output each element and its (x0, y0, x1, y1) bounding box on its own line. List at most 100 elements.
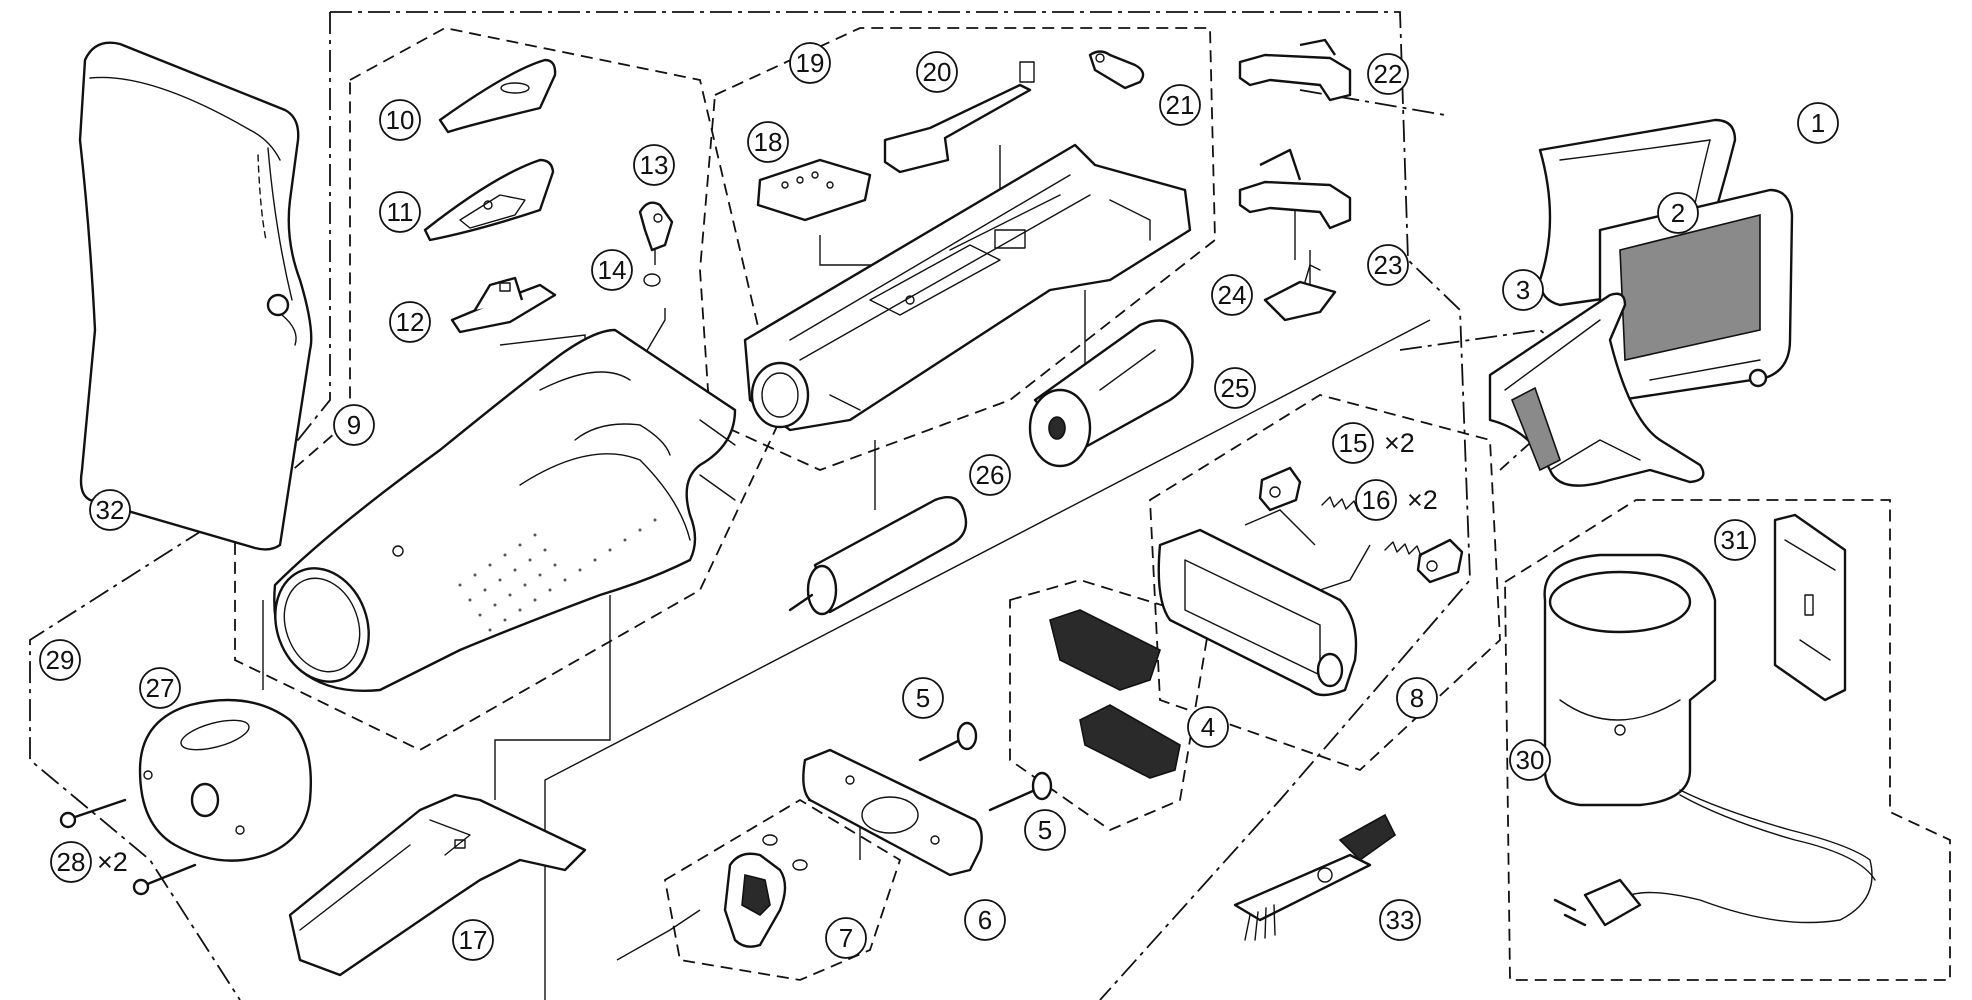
quantity-28: ×2 (97, 847, 128, 877)
grip-texture (458, 518, 657, 632)
part-bracket-23 (1238, 148, 1352, 230)
callout-24: 24 (1211, 274, 1253, 316)
callout-label-19: 19 (796, 48, 825, 78)
leader-15 (1244, 509, 1316, 546)
callout-5b: 5 (1024, 809, 1066, 851)
group-4-boundary (1009, 579, 1212, 832)
callout-label-7: 7 (839, 923, 853, 953)
group-7-boundary (663, 798, 902, 981)
part-frame-19 (743, 143, 1192, 432)
callout-25: 25 (1214, 367, 1256, 409)
callout-3: 3 (1502, 269, 1544, 311)
part-switch-knob-7 (723, 834, 808, 948)
callout-label-14: 14 (598, 255, 627, 285)
callout-label-18: 18 (754, 127, 783, 157)
callout-14: 14 (591, 249, 633, 291)
callout-31: 31 (1714, 519, 1756, 561)
callout-label-17: 17 (459, 925, 488, 955)
callout-label-12: 12 (396, 307, 425, 337)
callout-15: 15 (1332, 422, 1374, 464)
callout-label-22: 22 (1374, 59, 1403, 89)
part-main-body (273, 328, 737, 692)
part-spring-16b (1384, 541, 1422, 557)
leader-7 (616, 909, 701, 961)
part-switch-12 (450, 276, 557, 334)
leader-17 (494, 595, 611, 800)
callout-12: 12 (389, 301, 431, 343)
callout-32: 32 (89, 489, 131, 531)
callout-16: 16 (1355, 479, 1397, 521)
callout-label-30: 30 (1516, 745, 1545, 775)
part-battery-26 (788, 495, 968, 616)
callout-22: 22 (1367, 53, 1409, 95)
callout-label-5a: 5 (916, 683, 930, 713)
callout-29: 29 (39, 639, 81, 681)
callout-4: 4 (1187, 706, 1229, 748)
part-frame-3 (1488, 292, 1705, 487)
part-plate-6 (802, 748, 983, 877)
callout-30: 30 (1509, 739, 1551, 781)
part-adapter-17 (288, 793, 587, 977)
group-9-boundary (234, 27, 781, 752)
part-ring-14 (643, 273, 661, 287)
part-charger-stand-30 (1543, 553, 1876, 927)
callout-label-21: 21 (1166, 90, 1195, 120)
part-pouch (78, 41, 313, 551)
callout-19: 19 (789, 42, 831, 84)
callout-label-2: 2 (1671, 198, 1685, 228)
part-connector-21 (1088, 50, 1145, 90)
callout-label-20: 20 (923, 57, 952, 87)
part-blade-holder-8 (1157, 528, 1358, 697)
callout-label-13: 13 (640, 150, 669, 180)
callout-23: 23 (1367, 244, 1409, 286)
callout-label-1: 1 (1811, 108, 1825, 138)
callout-label-6: 6 (978, 905, 992, 935)
callout-9: 9 (333, 404, 375, 446)
callout-28: 28 (50, 841, 92, 883)
quantity-16: ×2 (1407, 485, 1438, 515)
callout-27: 27 (139, 667, 181, 709)
part-button-15b (1416, 538, 1464, 584)
part-clip-13 (638, 201, 674, 252)
part-screw-5a (918, 721, 978, 762)
callout-label-10: 10 (386, 105, 415, 135)
callout-17: 17 (452, 919, 494, 961)
callout-5a: 5 (902, 677, 944, 719)
part-screw-28a (59, 798, 127, 829)
part-pcb-18 (756, 158, 872, 222)
callout-26: 26 (969, 454, 1011, 496)
part-cap-10 (438, 58, 557, 134)
callout-11: 11 (379, 191, 421, 233)
part-bottom-cap-27 (138, 698, 312, 862)
callout-label-15: 15 (1339, 428, 1368, 458)
callout-label-16: 16 (1362, 485, 1391, 515)
part-spring-16 (1321, 496, 1359, 512)
callout-label-24: 24 (1218, 280, 1247, 310)
group-19-boundary (699, 27, 1216, 471)
leader-main (544, 319, 1431, 1000)
part-screw-28b (132, 863, 197, 896)
quantity-15: ×2 (1384, 428, 1415, 458)
callout-label-8: 8 (1410, 683, 1424, 713)
callout-33: 33 (1379, 899, 1421, 941)
callout-18: 18 (747, 121, 789, 163)
callout-label-9: 9 (347, 410, 361, 440)
part-cleaning-brush-33 (1233, 813, 1397, 941)
callout-label-5b: 5 (1038, 815, 1052, 845)
part-button-15 (1258, 466, 1302, 512)
group-bracket-line (1299, 89, 1446, 116)
part-spring-24 (1263, 264, 1337, 322)
callout-label-3: 3 (1516, 275, 1530, 305)
callout-1: 1 (1797, 102, 1839, 144)
callout-7: 7 (825, 917, 867, 959)
part-inner-blade-4b (1079, 704, 1181, 779)
group-8-boundary (1149, 394, 1501, 772)
assembly-29-boundary (29, 11, 1471, 1000)
callout-13: 13 (633, 144, 675, 186)
quantity-labels: ×2 ×2 ×2 (97, 428, 1438, 877)
callout-label-23: 23 (1374, 250, 1403, 280)
callout-label-4: 4 (1201, 712, 1215, 742)
part-bracket-22 (1238, 38, 1352, 102)
part-terminal-20 (883, 61, 1035, 174)
